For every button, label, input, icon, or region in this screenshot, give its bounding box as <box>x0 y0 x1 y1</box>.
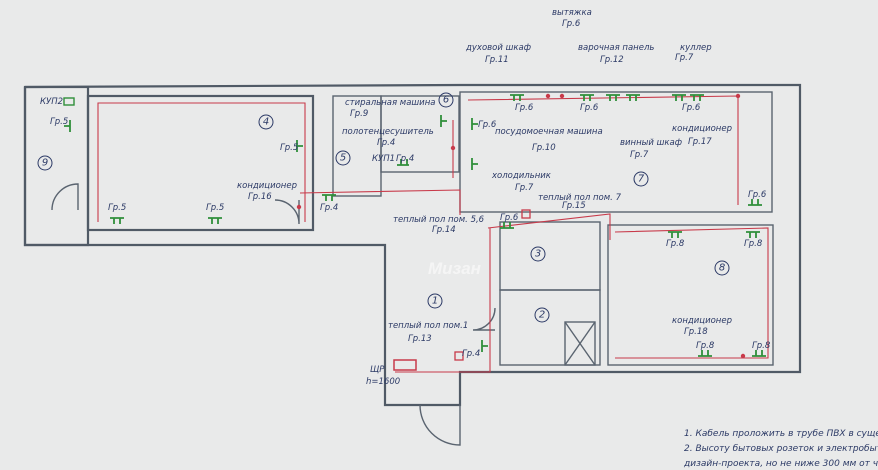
distribution-panel <box>393 359 417 371</box>
socket-group-5a: Гр.5 <box>50 117 68 127</box>
socket-group-4b: Гр.4 <box>462 349 480 359</box>
room-number-4: 4 <box>263 117 269 128</box>
ac-room8-group: Гр.18 <box>684 327 708 337</box>
cooler-group: Гр.7 <box>675 53 694 63</box>
cooler-label: куллер <box>680 43 712 53</box>
floor7-group: Гр.15 <box>562 201 586 211</box>
walls <box>23 83 802 446</box>
towel-label: полотенцесушитель <box>342 127 434 137</box>
device-labels: духовой шкаф Гр.11 вытяжка Гр.6 варочная… <box>40 8 771 387</box>
socket-group-8b: Гр.8 <box>744 239 763 249</box>
ac-room4-group: Гр.16 <box>248 192 272 202</box>
ac-room4-label: кондиционер <box>237 181 297 191</box>
socket-group-6f: Гр.6 <box>500 213 519 223</box>
socket-group-6d: Гр.6 <box>682 103 701 113</box>
socket-group-6e: Гр.6 <box>748 190 767 200</box>
room-number-9: 9 <box>42 158 48 169</box>
ac-room8-label: кондиционер <box>672 316 732 326</box>
floor56-label: теплый пол пом. 5,6 <box>393 215 485 225</box>
hob-label: варочная панель <box>578 43 654 53</box>
socket-group-4a: Гр.4 <box>320 203 338 213</box>
hob-group: Гр.12 <box>600 55 624 65</box>
dishwasher-label: посудомоечная машина <box>495 127 603 137</box>
room-number-7: 7 <box>638 174 645 185</box>
washer-group: Гр.9 <box>350 109 368 119</box>
fridge-group: Гр.7 <box>515 183 534 193</box>
floor1-group: Гр.13 <box>408 334 432 344</box>
kup2-label: КУП2 <box>40 97 63 107</box>
socket-group-8c: Гр.8 <box>696 341 715 351</box>
kup1-label: КУП1 <box>372 154 395 164</box>
socket-group-5c: Гр.5 <box>206 203 224 213</box>
room-number-3: 3 <box>535 249 541 260</box>
dishwasher-group: Гр.10 <box>532 143 556 153</box>
washer-label: стиральная машина <box>345 98 435 108</box>
room-number-6: 6 <box>443 95 449 106</box>
socket-group-6c: Гр.6 <box>478 120 497 130</box>
room-numbers: 1 2 3 4 5 6 7 8 9 <box>37 92 730 323</box>
notes: 1. Кабель проложить в трубе ПВХ в сущест… <box>683 429 878 469</box>
socket-group-6a: Гр.6 <box>515 103 534 113</box>
room-number-2: 2 <box>539 310 545 321</box>
device-dots <box>296 93 746 359</box>
socket-group-6b: Гр.6 <box>580 103 599 113</box>
socket-group-5b: Гр.5 <box>108 203 126 213</box>
floor56-group: Гр.14 <box>432 225 456 235</box>
hood-label: вытяжка <box>552 8 592 18</box>
towel-group: Гр.4 <box>377 138 395 148</box>
oven-label: духовой шкаф <box>465 43 531 53</box>
socket-group-8a: Гр.8 <box>666 239 685 249</box>
note-line-1: 1. Кабель проложить в трубе ПВХ в сущест <box>684 429 878 439</box>
socket-symbols <box>64 94 766 357</box>
shr-height: h=1600 <box>366 377 400 387</box>
hood-group: Гр.6 <box>562 19 581 29</box>
oven-group: Гр.11 <box>485 55 509 65</box>
socket-group-8d: Гр.8 <box>752 341 771 351</box>
socket-group-5d: Гр.5 <box>280 143 298 153</box>
kup1-group: Гр.4 <box>396 154 414 164</box>
floor1-thermostat <box>454 351 464 361</box>
note-line-2: 2. Высоту бытовых розеток и электробыто <box>684 444 878 454</box>
watermark: Мизан <box>428 259 481 278</box>
room-number-8: 8 <box>719 263 725 274</box>
wine-label: винный шкаф <box>620 138 682 148</box>
floor7-thermostat <box>521 209 531 219</box>
ac-kitchen-label: кондиционер <box>672 124 732 134</box>
room-number-1: 1 <box>432 296 438 307</box>
kup2-box <box>63 97 75 106</box>
fridge-label: холодильник <box>491 171 552 181</box>
note-line-3: дизайн-проекта, но не ниже 300 мм от чис <box>683 459 878 469</box>
floor1-label: теплый пол пом.1 <box>388 321 468 331</box>
floor7-label: теплый пол пом. 7 <box>538 193 622 203</box>
ac-kitchen-group: Гр.17 <box>688 137 712 147</box>
shr-label: ЩР <box>370 365 385 375</box>
room-number-5: 5 <box>340 153 346 164</box>
wine-group: Гр.7 <box>630 150 649 160</box>
